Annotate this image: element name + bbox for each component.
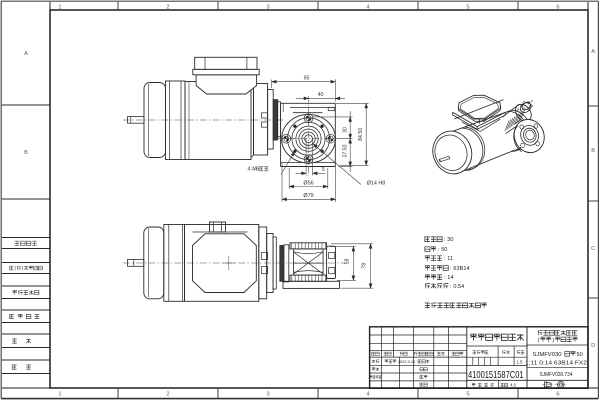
svg-text:4: 4 [510,382,513,387]
svg-text:4: 4 [366,392,370,398]
svg-text:C: C [591,246,595,252]
svg-text:84.50: 84.50 [358,128,364,141]
svg-text:Ø14 H8: Ø14 H8 [367,181,386,187]
svg-text:50: 50 [441,247,447,253]
svg-text:78: 78 [362,263,368,269]
svg-text:): ) [552,337,554,343]
svg-text:37.50: 37.50 [342,144,348,157]
svg-text:6: 6 [256,167,259,173]
svg-text:30: 30 [342,127,348,133]
svg-text:11: 11 [447,256,453,262]
svg-text:2: 2 [166,4,169,10]
svg-text:3: 3 [266,4,269,10]
svg-text:6: 6 [556,4,559,10]
svg-text:SJMFV030: SJMFV030 [533,352,562,358]
svg-text:4: 4 [247,167,250,173]
svg-text:Ø56: Ø56 [303,180,313,186]
svg-text:): ) [22,266,24,272]
svg-text::: : [444,256,446,262]
svg-text:SJMFV030.734: SJMFV030.734 [540,372,573,378]
svg-text::: : [444,237,446,243]
svg-text:0.54: 0.54 [453,284,464,290]
svg-text::: : [450,284,452,290]
svg-text:(: ( [15,266,17,272]
svg-text:4: 4 [366,4,370,10]
svg-text:-: - [251,167,253,173]
svg-text:58: 58 [345,259,351,265]
svg-text:1:11 0:14 63B14 FX2: 1:11 0:14 63B14 FX2 [525,360,587,366]
svg-text:40: 40 [318,92,324,98]
svg-text:.: . [513,382,514,387]
svg-text:1: 1 [58,392,61,398]
svg-text:3: 3 [266,392,269,398]
svg-text:6: 6 [556,392,559,398]
svg-text:M: M [252,167,256,173]
svg-text:14: 14 [447,275,453,281]
svg-text:5: 5 [466,392,469,398]
svg-text::: : [450,266,452,272]
svg-text:2: 2 [166,392,169,398]
svg-text:B: B [591,148,595,154]
svg-text::: : [444,275,446,281]
svg-text:50: 50 [577,352,583,358]
svg-text:2022.3.16: 2022.3.16 [398,359,415,364]
svg-text:5: 5 [466,4,469,10]
svg-text:A: A [591,49,595,55]
svg-text::: : [438,247,440,253]
svg-text:5: 5 [322,167,325,173]
svg-text:4100151587C01: 4100151587C01 [468,370,524,381]
svg-text:D: D [591,343,595,349]
svg-text:(: ( [538,337,540,343]
svg-text:30: 30 [447,237,453,243]
svg-text:1.5: 1.5 [517,359,523,364]
svg-text:Ø79: Ø79 [303,193,313,199]
svg-text:0: 0 [514,382,517,387]
svg-text:63B14: 63B14 [453,266,469,272]
svg-text:95: 95 [304,75,310,81]
svg-text:A: A [24,51,28,57]
svg-text:B: B [24,150,28,156]
svg-text:1: 1 [58,4,61,10]
